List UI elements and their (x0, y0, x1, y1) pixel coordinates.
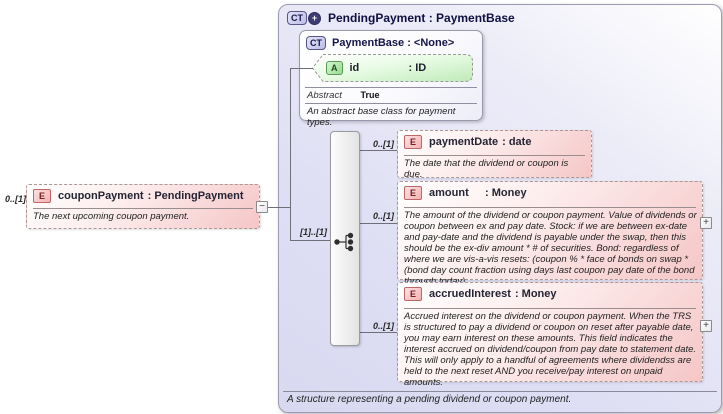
element-name: accruedInterest (429, 288, 511, 300)
attribute-shape (312, 54, 473, 82)
element-type: : date (502, 136, 532, 148)
cardinality-label: 0..[1] (372, 139, 394, 149)
element-description: Accrued interest on the dividend or coup… (404, 311, 697, 388)
expand-button[interactable]: + (700, 320, 712, 332)
element-badge: E (404, 135, 423, 149)
base-type-box[interactable]: CT PaymentBase : <None> A id : ID (299, 30, 483, 128)
element-description: The amount of the dividend or coupon pay… (404, 210, 697, 287)
abstract-label: Abstract (307, 90, 342, 101)
sequence-bar[interactable] (330, 131, 360, 346)
divider (283, 391, 717, 392)
base-type-header: CT PaymentBase : <None> (300, 31, 482, 50)
divider (305, 103, 477, 104)
attribute-name: id (349, 62, 360, 74)
abstract-row: Abstract True (307, 90, 380, 101)
base-type-title: PaymentBase : <None> (332, 37, 455, 49)
expand-button[interactable]: + (700, 217, 712, 229)
cardinality-label: 0..[1] (4, 194, 26, 204)
element-description: The next upcoming coupon payment. (33, 211, 190, 222)
element-name: paymentDate (429, 136, 499, 148)
element-box-couponpayment[interactable]: E couponPayment : PendingPayment The nex… (26, 184, 260, 229)
attribute-type: : ID (408, 62, 427, 74)
element-description: The date that the dividend or coupon is … (404, 158, 569, 180)
derived-type-plus-icon: + (308, 11, 321, 25)
root-header: CT + PendingPayment : PaymentBase (287, 11, 515, 25)
root-type-description: A structure representing a pending divid… (287, 394, 572, 405)
element-badge: E (404, 186, 423, 200)
element-type: : Money (514, 288, 557, 300)
sequence-icon (334, 232, 354, 252)
element-box-amount[interactable]: E amount : Money The amount of the divid… (397, 181, 703, 287)
element-type: : PendingPayment (147, 190, 244, 202)
element-box-paymentdate[interactable]: E paymentDate : date The date that the d… (397, 130, 592, 180)
cardinality-label: [1]..[1] (300, 227, 327, 237)
complextype-badge: CT (306, 36, 326, 50)
element-name: amount (429, 187, 469, 199)
root-type-title: PendingPayment : PaymentBase (328, 11, 515, 25)
element-name: couponPayment (58, 190, 144, 202)
divider (305, 87, 477, 88)
attribute-badge: A (326, 61, 343, 75)
element-box-accruedinterest[interactable]: E accruedInterest : Money Accrued intere… (397, 282, 703, 388)
connector-line (290, 240, 332, 241)
connector-line (267, 207, 290, 208)
element-badge: E (404, 287, 423, 301)
connector-line (290, 68, 291, 241)
abstract-value: True (360, 90, 380, 100)
element-badge: E (33, 189, 52, 203)
complextype-badge: CT (287, 11, 307, 25)
collapse-button[interactable]: − (256, 201, 268, 213)
divider (404, 308, 696, 309)
connector-line (358, 223, 397, 224)
connector-line (358, 332, 397, 333)
divider (33, 208, 253, 209)
attribute-box-id[interactable]: A id : ID (312, 54, 473, 82)
base-type-description: An abstract base class for payment types… (307, 106, 456, 128)
divider (404, 207, 696, 208)
connector-line (290, 68, 313, 69)
connector-line (358, 150, 397, 151)
cardinality-label: 0..[1] (372, 321, 394, 331)
cardinality-label: 0..[1] (372, 211, 394, 221)
element-type: : Money (485, 187, 527, 199)
divider (404, 155, 585, 156)
